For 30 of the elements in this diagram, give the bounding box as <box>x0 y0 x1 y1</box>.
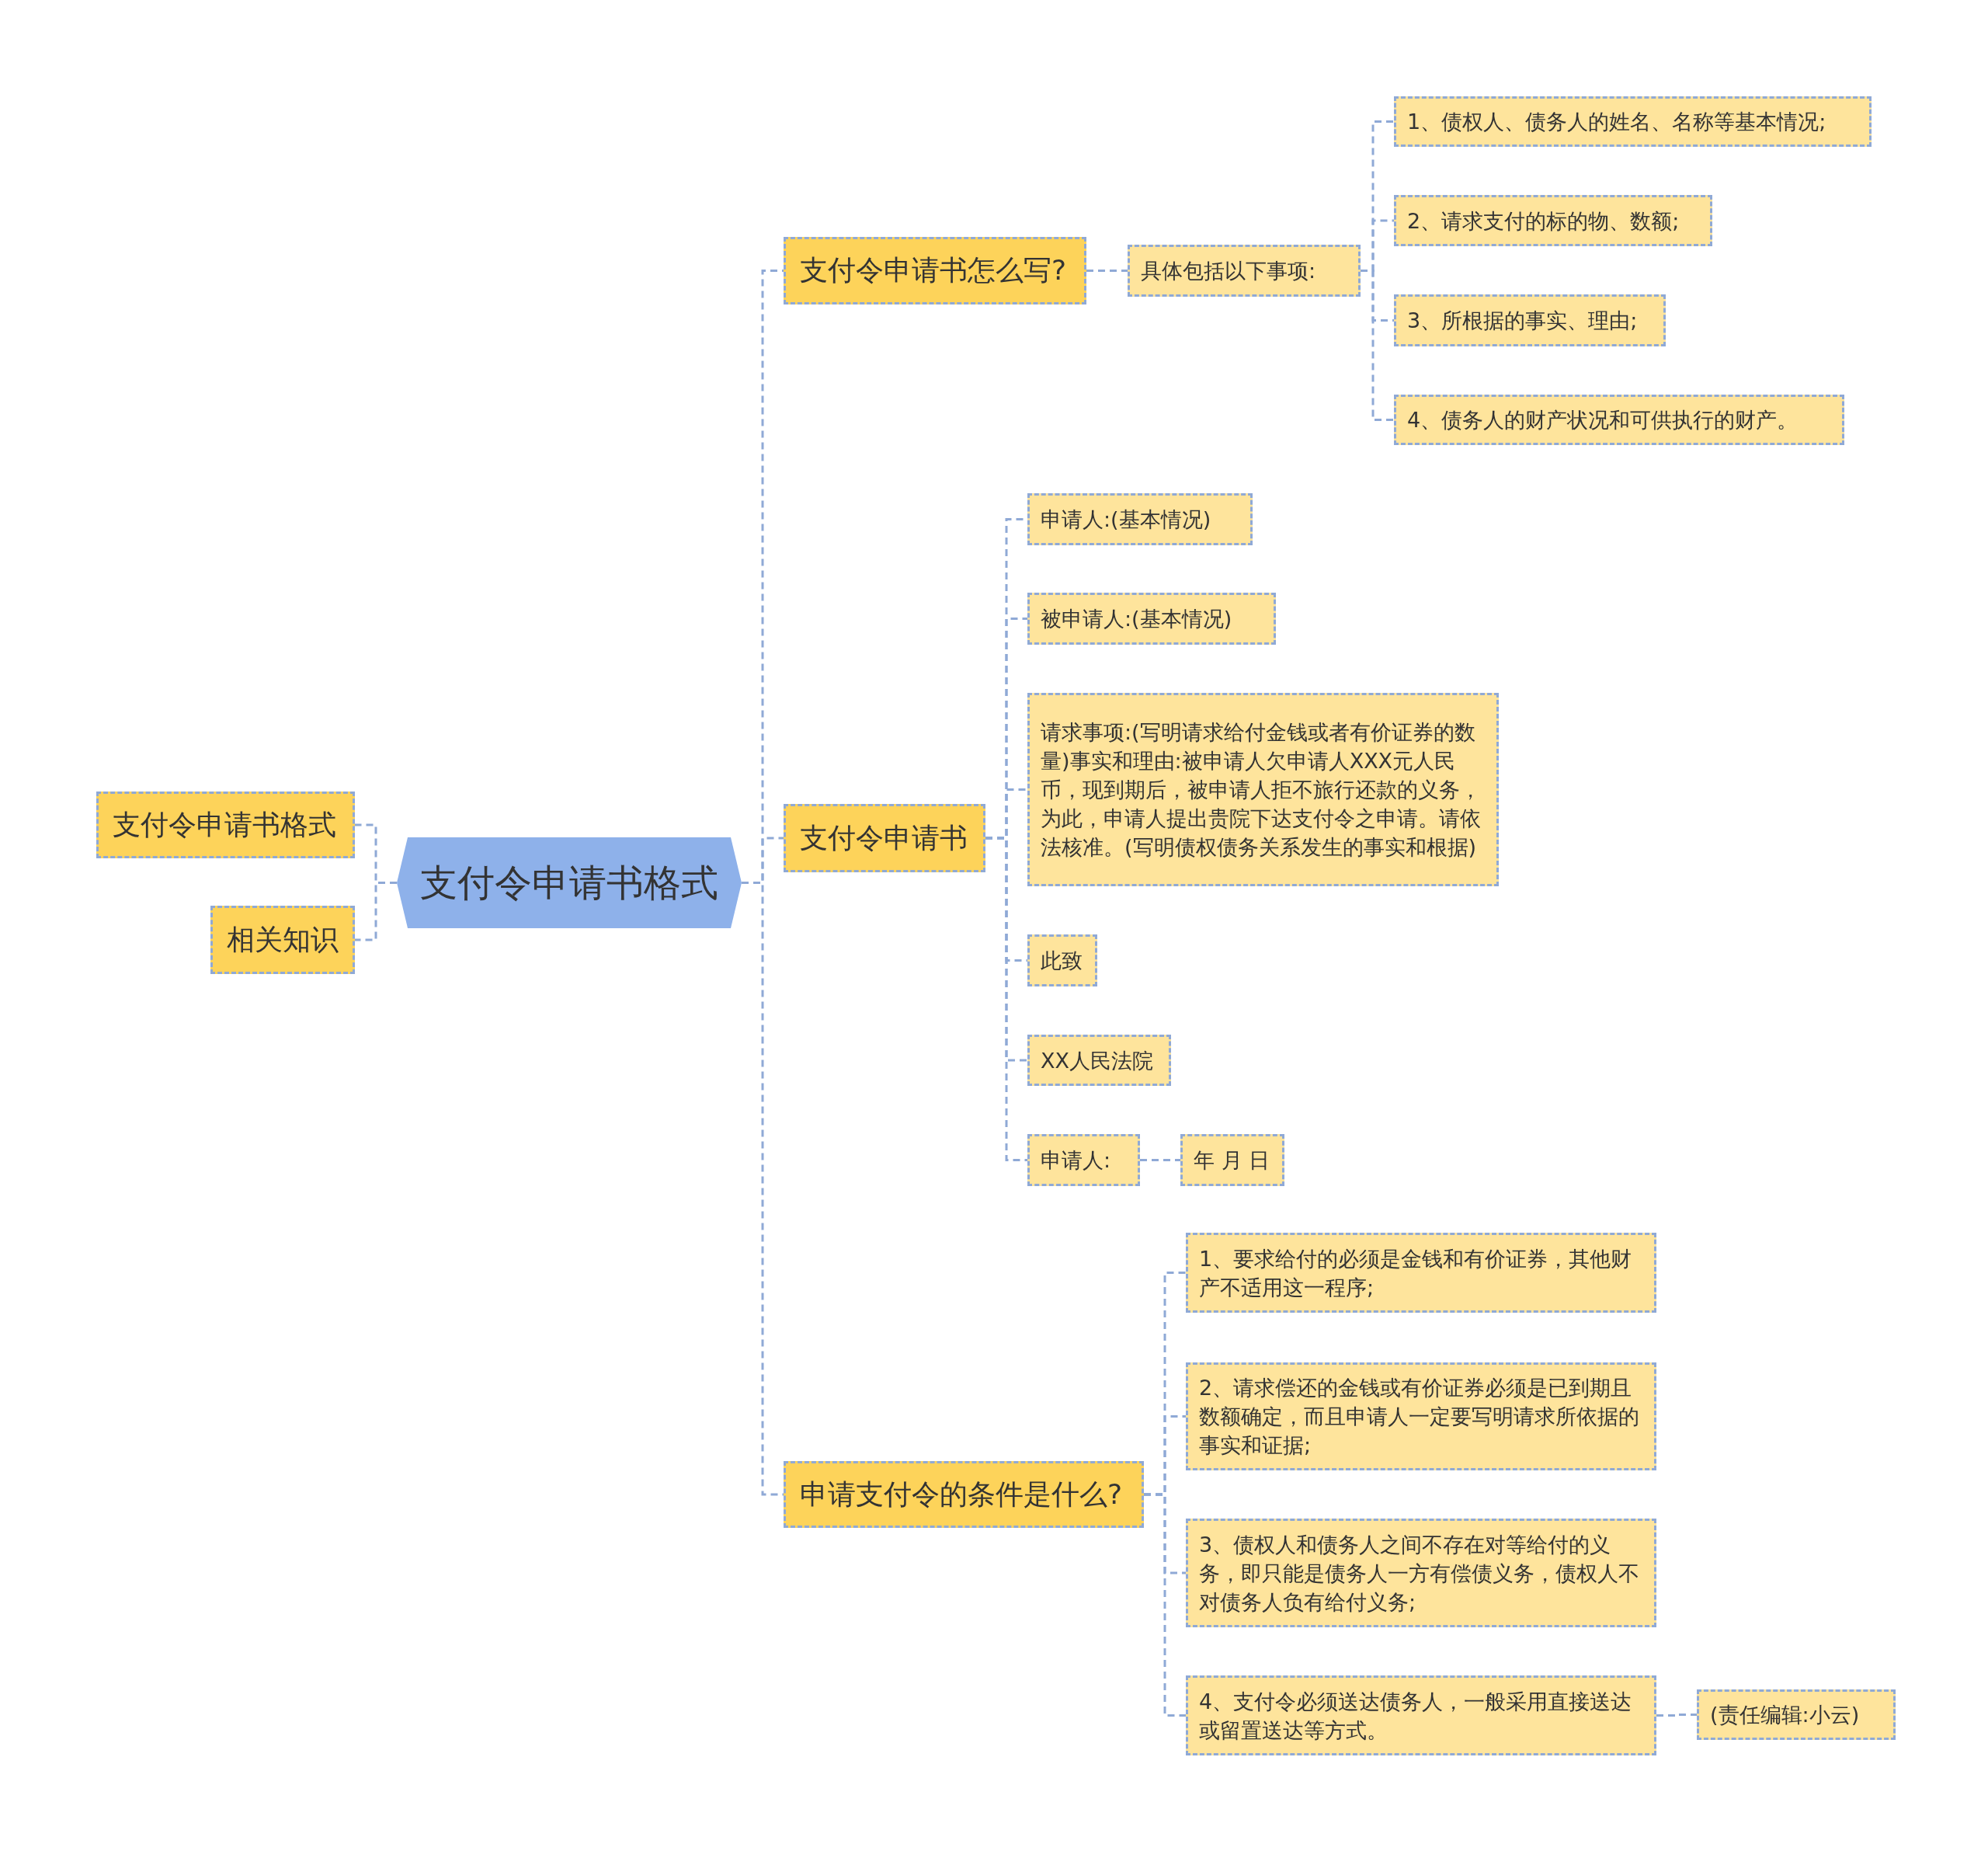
connector-line <box>1144 1493 1186 1717</box>
topic-box: 支付令申请书 <box>784 804 985 872</box>
topic-box: 支付令申请书格式 <box>96 792 355 858</box>
subtopic-box: 年 月 日 <box>1180 1134 1284 1186</box>
subtopic-box: 申请人:(基本情况) <box>1027 493 1253 545</box>
subtopic-box: 2、请求支付的标的物、数额; <box>1394 195 1712 246</box>
subtopic-box: 具体包括以下事项: <box>1128 245 1361 297</box>
subtopic-box: 4、支付令必须送达债务人，一般采用直接送达或留置送达等方式。 <box>1186 1675 1656 1755</box>
subtopic-box: 4、债务人的财产状况和可供执行的财产。 <box>1394 395 1844 445</box>
subtopic-box: 请求事项:(写明请求给付金钱或者有价证券的数量)事实和理由:被申请人欠申请人XXX元人民币，现到期后，被申请人拒不旅行还款的义务，为此，申请人提出贵院下达支付令之申请。请依法核准。(写明债权债务关系发生的事实和根据) <box>1027 693 1499 886</box>
connector-line <box>1086 270 1128 272</box>
connector-line <box>355 882 397 941</box>
subtopic-box: 1、要求给付的必须是金钱和有价证券，其他财产不适用这一程序; <box>1186 1233 1656 1313</box>
subtopic-box: 被申请人:(基本情况) <box>1027 593 1276 645</box>
subtopic-box: 申请人: <box>1027 1134 1140 1186</box>
subtopic-box: 3、所根据的事实、理由; <box>1394 294 1666 346</box>
connector-line <box>985 837 1027 1161</box>
subtopic-box: 此致 <box>1027 934 1097 986</box>
subtopic-box: 2、请求偿还的金钱或有价证券必须是已到期且数额确定，而且申请人一定要写明请求所依据的事实和证据; <box>1186 1362 1656 1470</box>
subtopic-box: XX人民法院 <box>1027 1035 1171 1086</box>
central-topic: 支付令申请书格式 <box>397 837 742 928</box>
topic-box: 相关知识 <box>210 906 355 974</box>
subtopic-box: 3、债权人和债务人之间不存在对等给付的义务，即只能是债务人一方有偿债义务，债权人不对债务人负有给付义务; <box>1186 1519 1656 1627</box>
topic-box: 支付令申请书怎么写? <box>784 237 1086 304</box>
connector-line <box>1361 270 1394 421</box>
subtopic-box: (责任编辑:小云) <box>1697 1689 1896 1740</box>
topic-box: 申请支付令的条件是什么? <box>784 1461 1144 1528</box>
connector-line <box>1656 1714 1697 1717</box>
connector-line <box>1140 1159 1180 1161</box>
subtopic-box: 1、债权人、债务人的姓名、名称等基本情况; <box>1394 96 1872 147</box>
